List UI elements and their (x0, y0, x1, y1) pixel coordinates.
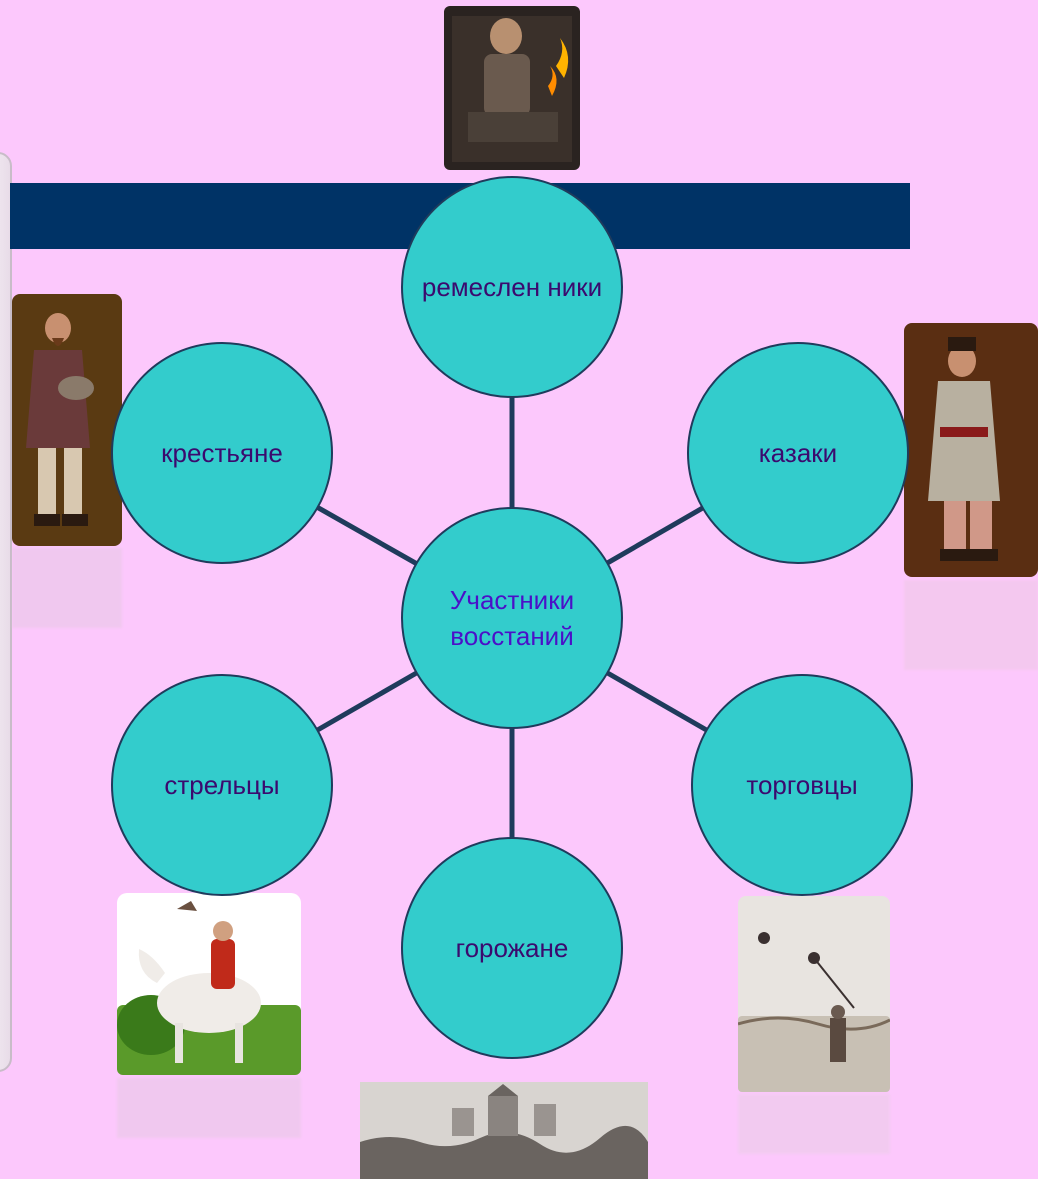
node-circle-kazaki (687, 342, 909, 564)
cossack-photo (904, 323, 1038, 577)
node-label-torgovtsy: торговцы (746, 770, 858, 800)
townspeople-engraving (360, 1082, 648, 1179)
merchant-photo (738, 896, 890, 1092)
node-circle-krestyane (111, 342, 333, 564)
connector-streltsy (316, 670, 418, 733)
strelets-horse-reflection (117, 1078, 301, 1143)
node-label-gorozhane: горожане (455, 933, 569, 963)
connector-krestyane (316, 505, 418, 566)
strelets-horse-photo (117, 893, 301, 1075)
node-circle-gorozhane (401, 837, 623, 1059)
peasant-photo (12, 294, 122, 546)
node-circle-streltsy (111, 674, 333, 896)
connector-kazaki (606, 505, 704, 566)
center-circle (401, 507, 623, 729)
connector-torgovtsy (606, 670, 708, 733)
peasant-reflection (12, 548, 122, 633)
merchant-reflection (738, 1094, 890, 1159)
node-label-remeslenniki: ремеслен ники (421, 272, 603, 302)
node-circle-remeslenniki (401, 176, 623, 398)
blacksmith-photo (444, 6, 580, 170)
node-label-krestyane: крестьяне (161, 438, 283, 468)
center-label: Участники восстаний (449, 585, 575, 651)
node-circle-torgovtsy (691, 674, 913, 896)
node-label-kazaki: казаки (758, 438, 838, 468)
cossack-reflection (904, 580, 1038, 675)
node-label-streltsy: стрельцы (164, 770, 280, 800)
